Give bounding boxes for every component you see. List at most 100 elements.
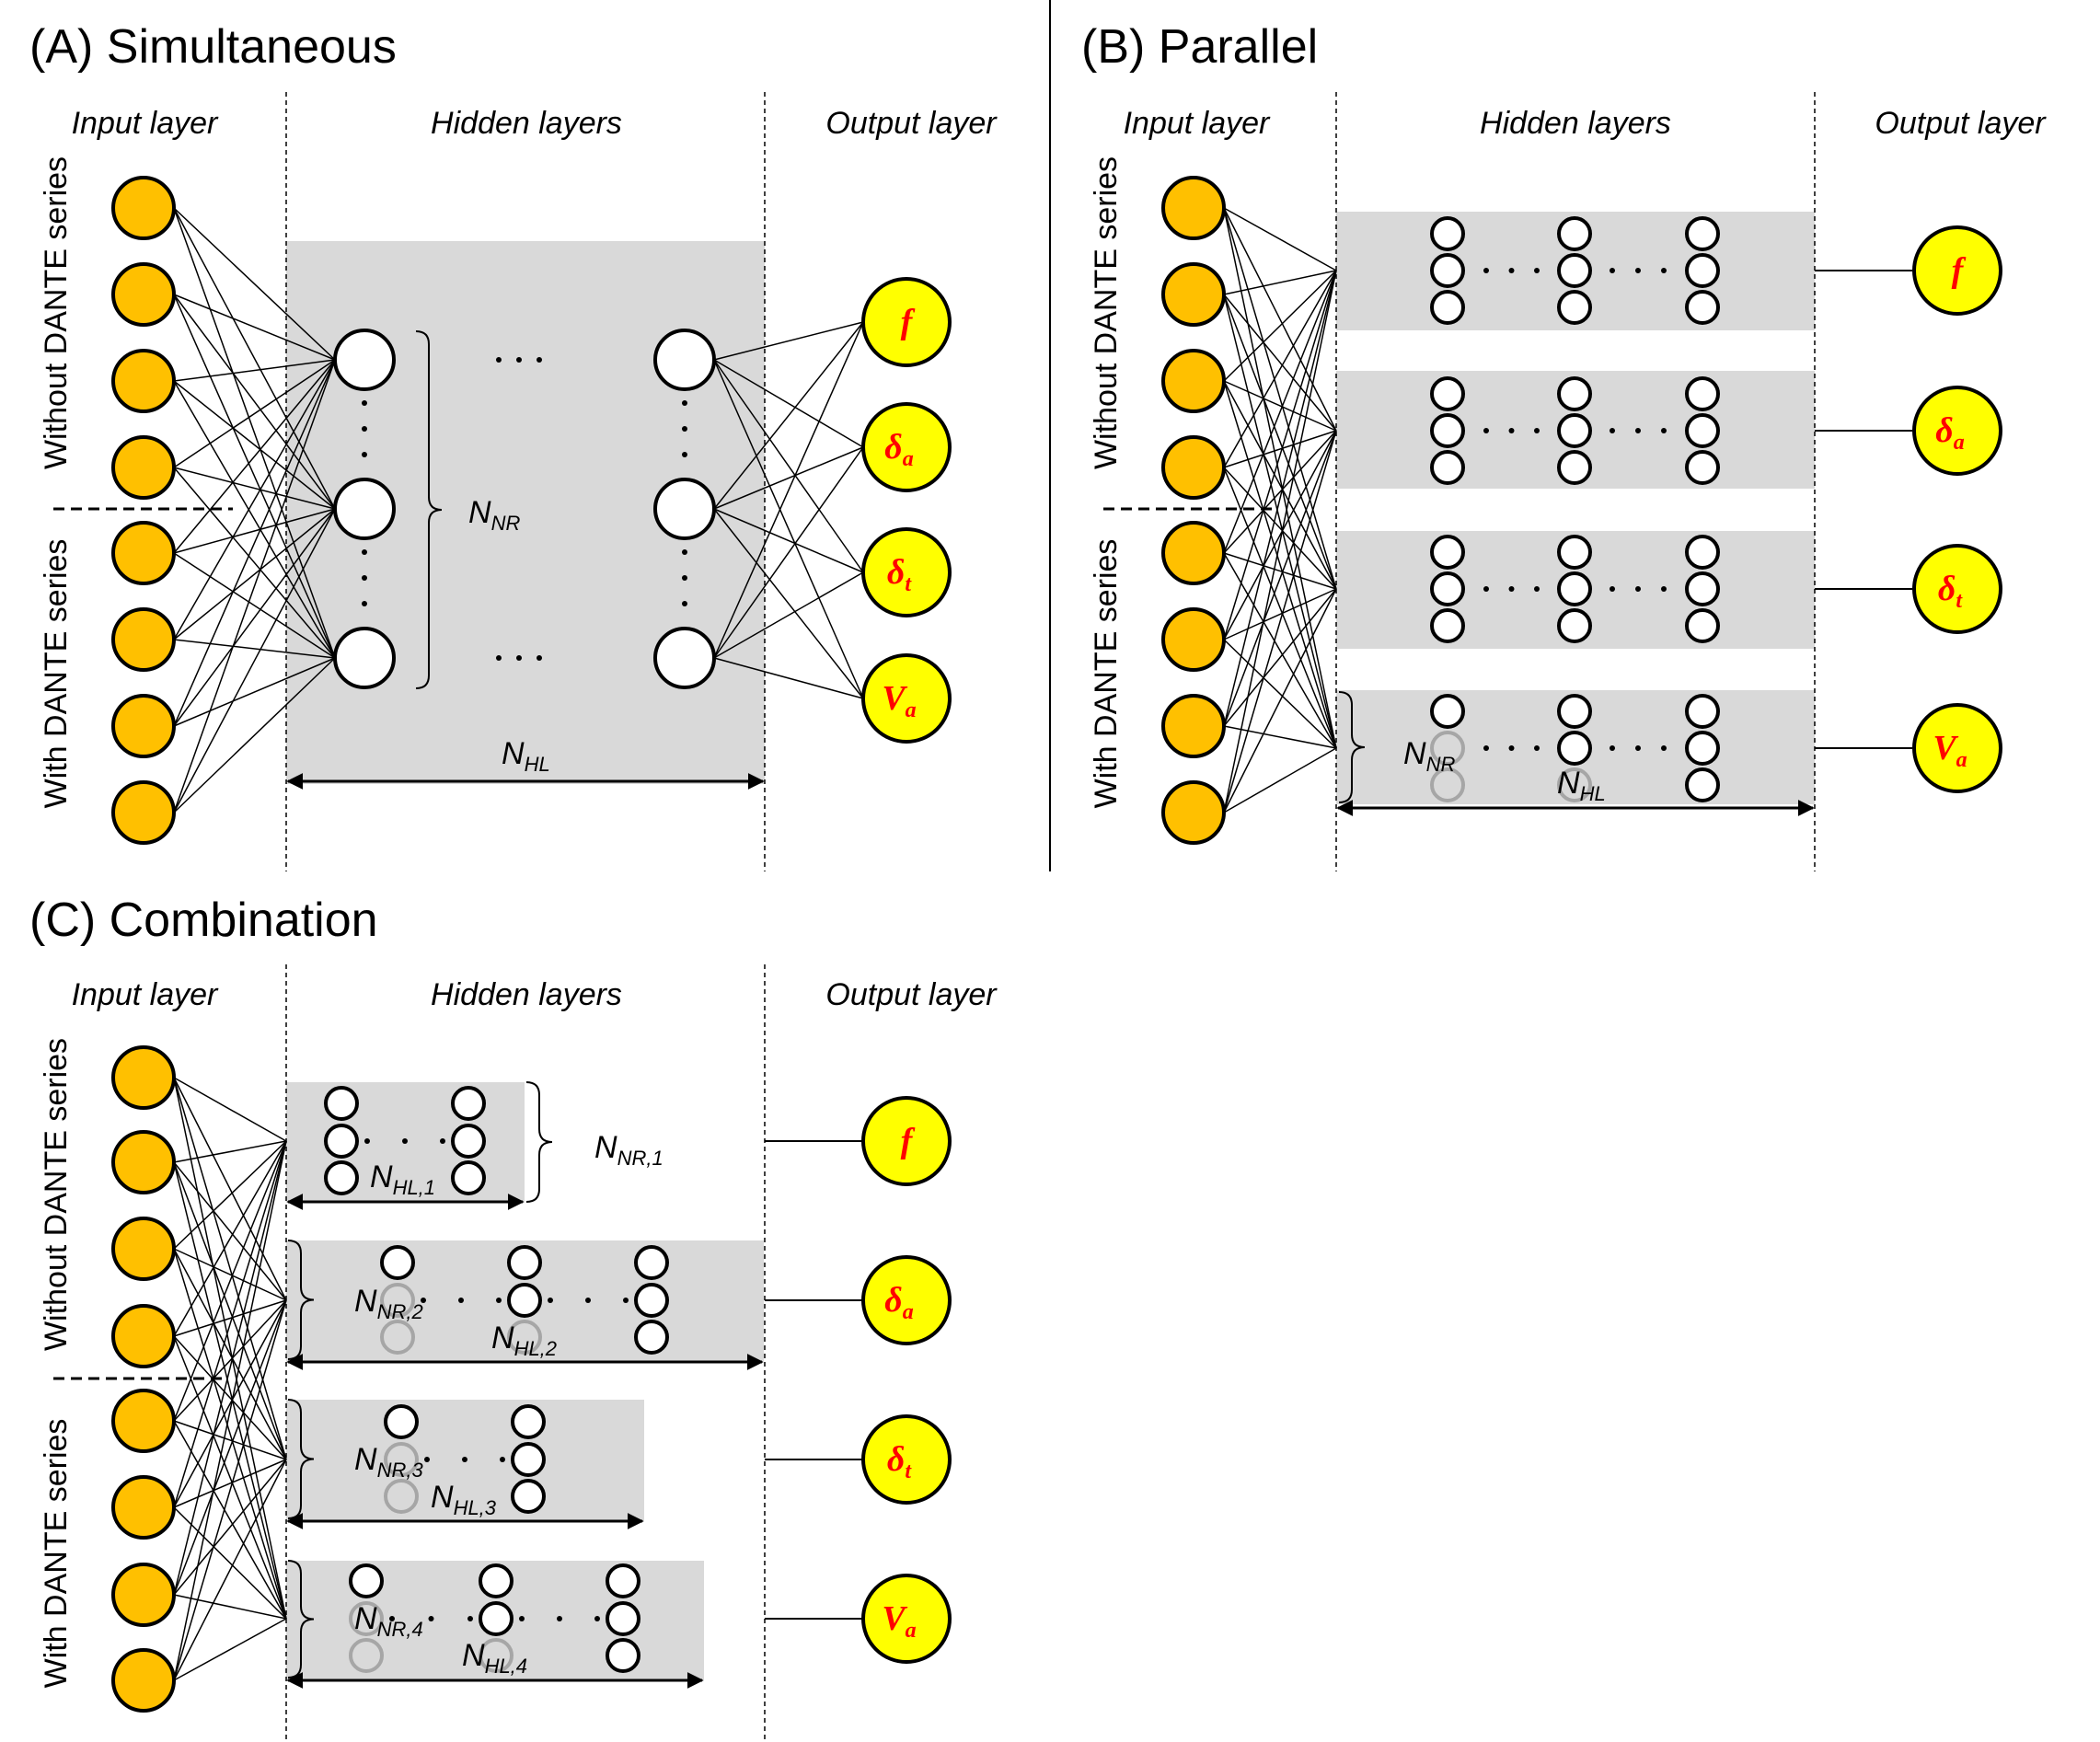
ellipsis-dot <box>1610 586 1615 592</box>
ellipsis-dot <box>594 1616 600 1621</box>
panel-a-title: (A) Simultaneous <box>29 20 397 74</box>
connection <box>1223 588 1337 727</box>
ellipsis-dot <box>1483 428 1489 433</box>
ellipsis-dot <box>424 1457 430 1462</box>
hidden-group-1: f <box>1430 216 2002 325</box>
input-node <box>111 607 176 672</box>
ellipsis-dot <box>682 400 687 406</box>
hidden-node-faded <box>384 1442 419 1477</box>
panel-b-nnr-label: NNR <box>1403 736 1455 776</box>
ellipsis-dot <box>682 426 687 432</box>
ellipsis-dot <box>1508 586 1515 592</box>
connection <box>173 359 336 382</box>
output-node-circle <box>861 1096 952 1186</box>
panel-b-with-dante-label: With DANTE series <box>1089 539 1124 809</box>
hidden-node <box>1557 694 1592 729</box>
hidden-node <box>1557 450 1592 485</box>
connection <box>1223 270 1337 468</box>
connection <box>1223 207 1337 432</box>
hidden-node <box>324 1124 359 1159</box>
connection <box>713 657 864 699</box>
connection <box>1223 380 1337 749</box>
hidden-node <box>451 1124 486 1159</box>
ellipsis-dot <box>458 1298 464 1303</box>
hidden-node <box>324 1160 359 1195</box>
hidden-group-4: Va <box>286 1560 952 1689</box>
hidden-node <box>1430 376 1465 411</box>
output-subscript: a <box>906 698 917 722</box>
connection <box>173 1299 287 1422</box>
hidden-node <box>1557 731 1592 766</box>
hidden-node <box>451 1160 486 1195</box>
panel-a-with-dante-label: With DANTE series <box>39 539 74 809</box>
hidden-node <box>333 329 396 391</box>
output-node-label: Va <box>882 679 916 722</box>
ellipsis-dot <box>467 1616 473 1621</box>
connection <box>173 1506 287 1620</box>
panel-c-nhl4-label: NHL,4 <box>462 1638 527 1678</box>
ellipsis-dot <box>362 601 367 606</box>
hidden-node-faded <box>380 1283 415 1318</box>
ellipsis-dot <box>500 1457 505 1462</box>
connection <box>713 321 864 361</box>
hidden-node <box>1685 376 1720 411</box>
output-symbol: δ <box>887 553 905 592</box>
ellipsis-dot <box>1508 268 1515 273</box>
input-node <box>111 1130 176 1194</box>
connection <box>1223 294 1337 432</box>
connection <box>173 1140 287 1250</box>
ellipsis-dot <box>362 426 367 432</box>
ellipsis-dot <box>421 1298 426 1303</box>
output-node-f: f <box>861 1096 952 1186</box>
connection <box>173 552 336 659</box>
input-node <box>1161 349 1226 413</box>
output-node-label: δt <box>887 1440 912 1483</box>
input-node <box>1161 262 1226 327</box>
output-node-delta_t: δt <box>861 527 952 617</box>
connection <box>1223 294 1337 749</box>
connection <box>173 1077 287 1142</box>
connection <box>173 1299 287 1681</box>
ellipsis-dot <box>462 1457 467 1462</box>
hidden-node <box>1430 608 1465 643</box>
ellipsis-dot <box>389 1616 395 1621</box>
output-node-circle <box>861 1574 952 1664</box>
output-subscript: t <box>905 572 912 596</box>
ellipsis-dot <box>1508 745 1515 751</box>
panel-a-without-dante-label: Without DANTE series <box>39 156 74 469</box>
connection <box>173 359 336 554</box>
connection <box>173 657 336 727</box>
ellipsis-dot <box>623 1298 629 1303</box>
panel-b-without-dante-label: Without DANTE series <box>1089 156 1124 469</box>
connection <box>173 207 336 510</box>
hidden-node <box>1557 608 1592 643</box>
hidden-node <box>1557 535 1592 570</box>
input-node <box>111 1389 176 1453</box>
output-node-label: Va <box>1933 729 1967 772</box>
input-node <box>111 1475 176 1540</box>
hidden-node <box>1685 413 1720 448</box>
connection <box>173 207 336 361</box>
ellipsis-dot <box>402 1138 408 1144</box>
connection <box>173 657 336 813</box>
connection <box>1223 725 1337 749</box>
connection <box>173 1459 287 1508</box>
ellipsis-dot <box>496 1298 502 1303</box>
connection <box>173 1299 287 1596</box>
connection <box>713 446 864 510</box>
input-node <box>111 780 176 845</box>
ellipsis-dot <box>537 357 542 363</box>
panel-a-nnr-label: NNR <box>468 495 520 535</box>
connection <box>713 321 864 659</box>
connection <box>173 1140 287 1508</box>
ellipsis-dot <box>1483 745 1489 751</box>
panel-a-simultaneous: (A) Simultaneous Input layer Hidden laye… <box>29 20 998 871</box>
connection <box>173 1140 287 1596</box>
output-symbol: V <box>882 1599 907 1638</box>
ellipsis-dot <box>1635 428 1641 433</box>
hidden-group-3: δt <box>1430 535 2002 643</box>
connection <box>1223 430 1337 554</box>
connection <box>1223 430 1337 727</box>
ellipsis-dot <box>1534 428 1540 433</box>
connection <box>173 1161 287 1301</box>
